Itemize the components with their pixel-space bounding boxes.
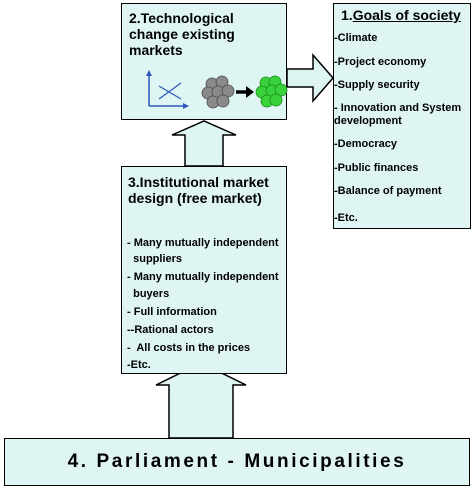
goals-title: 1.Goals of society (341, 7, 461, 23)
goals-of-society-box: 1.Goals of society -Climate -Project eco… (333, 3, 471, 229)
goals-title-text: Goals of society (352, 7, 461, 23)
goal-item: -Climate (334, 32, 378, 44)
parliament-municipalities-box: 4. Parliament - Municipalities (4, 438, 470, 486)
goal-item: -Etc. (334, 212, 358, 224)
institutional-item: --Rational actors (127, 324, 214, 336)
chart-icon (146, 70, 189, 109)
goal-item: - Innovation and System development (334, 102, 462, 127)
institutional-item: -Etc. (127, 359, 151, 371)
right-arrow-icon (236, 86, 254, 98)
institutional-item: - Full information (127, 306, 217, 318)
goal-item: -Public finances (334, 162, 419, 174)
tech-illustration (146, 70, 288, 109)
goal-item: -Supply security (334, 79, 420, 91)
institutional-market-design-box: 3.Institutional market design (free mark… (121, 166, 287, 374)
institutional-item: buyers (127, 288, 170, 300)
green-cluster-icon (255, 75, 288, 108)
technological-change-box: 2.Technological change existing markets (121, 3, 288, 120)
tech-title: 2.Technological change existing markets (129, 10, 235, 58)
institutional-item: - Many mutually independent (127, 271, 279, 283)
parliament-label: 4. Parliament - Municipalities (67, 451, 407, 472)
goals-number: 1. (341, 7, 353, 23)
institutional-title: 3.Institutional market design (free mark… (128, 174, 269, 206)
institutional-item: - Many mutually independent (127, 237, 279, 249)
goal-item: -Balance of payment (334, 185, 442, 197)
institutional-item: suppliers (127, 253, 183, 265)
goal-item: -Democracy (334, 138, 397, 150)
goal-item: -Project economy (334, 56, 427, 68)
institutional-item: - All costs in the prices (127, 342, 251, 354)
gray-cluster-icon (201, 75, 235, 109)
